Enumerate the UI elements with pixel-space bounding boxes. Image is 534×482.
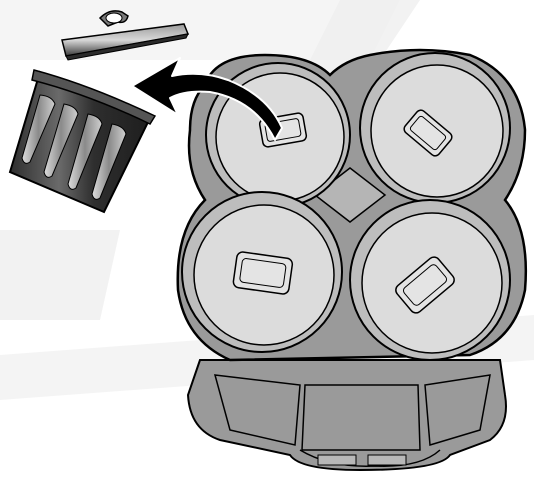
capsule-top-right — [403, 109, 453, 157]
cup-bottom-left — [181, 191, 343, 353]
curved-arrow-icon — [131, 57, 283, 141]
cup-bottom-right — [349, 199, 511, 361]
trash-can-icon — [8, 69, 157, 214]
capsule-bottom-right — [395, 256, 455, 314]
trash-can-lid-icon — [61, 10, 190, 61]
cup-top-right — [359, 52, 511, 204]
capsule-bottom-left — [232, 251, 294, 295]
